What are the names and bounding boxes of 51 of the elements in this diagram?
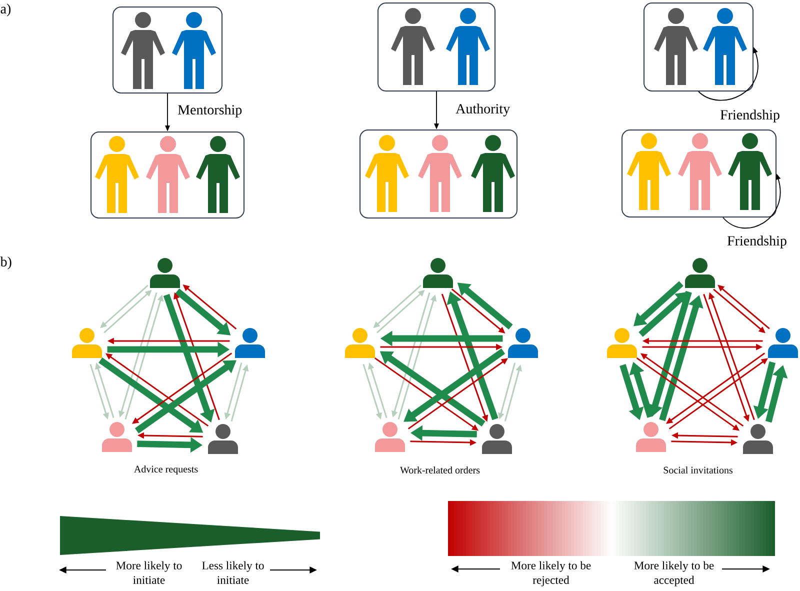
rounded-box [644, 2, 754, 92]
person-icon [482, 424, 512, 454]
person-icon [345, 328, 375, 358]
person-icon [150, 258, 180, 288]
rounded-box [378, 2, 496, 92]
rounded-box [90, 132, 244, 218]
person-icon [375, 422, 405, 452]
gradient-bar [448, 501, 775, 556]
person-icon [685, 258, 715, 288]
scale-caption: More likely to initiate [116, 561, 182, 584]
person-icon [607, 328, 637, 358]
person-icon [636, 422, 666, 452]
person-figure [196, 136, 240, 213]
person-figure [703, 8, 747, 85]
panel-label: a) [0, 4, 11, 16]
person-icon [102, 422, 132, 452]
scale-caption: Less likely to initiate [202, 561, 264, 584]
person-icon [743, 424, 773, 454]
caption: Work-related orders [400, 466, 480, 474]
edge-label: Mentorship [178, 104, 242, 118]
caption: Advice requests [134, 465, 198, 475]
person-figure [627, 133, 671, 210]
person-icon [208, 424, 238, 454]
person-figure [446, 8, 490, 85]
rounded-box [360, 130, 518, 218]
person-figure [95, 136, 139, 213]
person-icon [423, 258, 453, 288]
scale-caption: More likely to be rejected [511, 561, 591, 586]
edge-label: Authority [456, 104, 510, 116]
edge-label: Friendship [727, 236, 786, 248]
person-figure [391, 8, 435, 85]
rounded-box [622, 130, 776, 218]
person-figure [418, 135, 462, 212]
rounded-box [112, 6, 222, 94]
panel-label: b) [0, 256, 12, 270]
person-icon [235, 328, 265, 358]
edge-label: Friendship [720, 110, 780, 122]
person-figure [146, 136, 190, 213]
person-figure [728, 133, 772, 210]
person-icon [768, 328, 798, 358]
person-figure [172, 12, 216, 89]
person-figure [678, 133, 722, 210]
caption: Social invitations [664, 466, 733, 474]
person-icon [72, 328, 102, 358]
person-figure [471, 135, 515, 212]
person-figure [365, 135, 409, 212]
scale-caption: More likely to be accepted [634, 561, 714, 586]
person-icon [508, 328, 538, 358]
person-figure [121, 12, 165, 89]
tapered-bar [60, 516, 320, 555]
person-figure [654, 8, 698, 85]
